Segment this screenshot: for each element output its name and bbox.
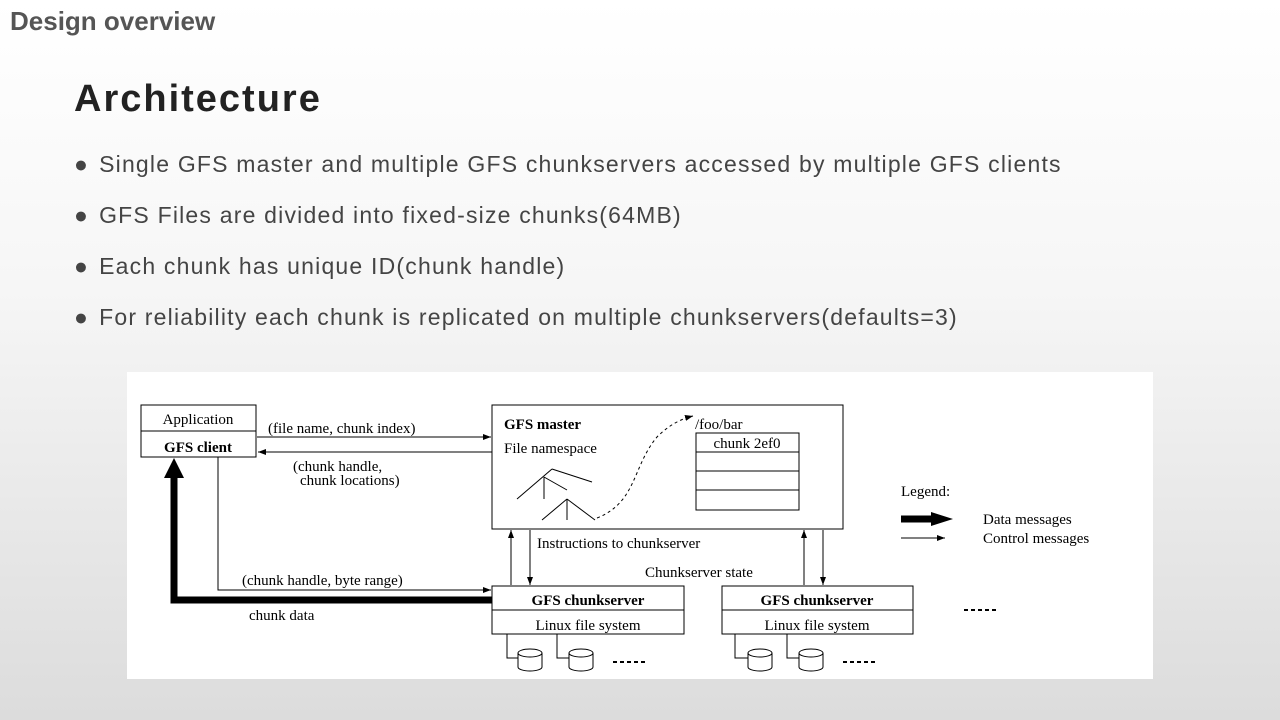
bullet-list: ● Single GFS master and multiple GFS chun… xyxy=(74,148,1062,352)
bullet-dot-icon: ● xyxy=(74,304,90,330)
gfs-client-label: GFS client xyxy=(164,440,232,456)
bullet-dot-icon: ● xyxy=(74,151,90,177)
linux-fs-label-2: Linux file system xyxy=(765,618,870,634)
architecture-diagram-svg: Application GFS client GFS master File n… xyxy=(140,404,1089,672)
chunk-table xyxy=(695,432,800,511)
namespace-tree-icon xyxy=(516,468,596,521)
chunk-handle-label-1: (chunk handle, xyxy=(293,459,382,475)
bullet-item: ● Single GFS master and multiple GFS chun… xyxy=(74,148,1062,199)
chunkserver-label-2: GFS chunkserver xyxy=(761,593,874,609)
linux-fs-label-1: Linux file system xyxy=(536,618,641,634)
chunkserver-label-1: GFS chunkserver xyxy=(532,593,645,609)
disk-icon xyxy=(734,634,773,672)
disk-icon xyxy=(556,634,594,672)
disk-icon xyxy=(506,634,543,672)
legend-data-label: Data messages xyxy=(983,512,1072,528)
byte-range-label: (chunk handle, byte range) xyxy=(242,573,403,589)
bullet-text: Single GFS master and multiple GFS chunk… xyxy=(99,151,1062,177)
file-namespace-label: File namespace xyxy=(504,441,597,457)
header-title: Design overview xyxy=(10,6,216,36)
byte-range-arrow xyxy=(217,457,491,593)
architecture-diagram: Application GFS client GFS master File n… xyxy=(127,372,1153,679)
file-path-label: /foo/bar xyxy=(695,417,742,433)
gfs-master-label: GFS master xyxy=(504,417,581,433)
chunk-id-label: chunk 2ef0 xyxy=(713,436,780,452)
bullet-dot-icon: ● xyxy=(74,202,90,228)
legend-title: Legend: xyxy=(901,484,950,500)
bullet-item: ● For reliability each chunk is replicate… xyxy=(74,301,1062,352)
bullet-text: Each chunk has unique ID(chunk handle) xyxy=(99,253,566,279)
bullet-text: For reliability each chunk is replicated… xyxy=(99,304,958,330)
master-box xyxy=(491,404,844,530)
bullet-item: ● GFS Files are divided into fixed-size c… xyxy=(74,199,1062,250)
chunk-data-arrow xyxy=(170,478,492,604)
bullet-item: ● Each chunk has unique ID(chunk handle) xyxy=(74,250,1062,301)
namespace-link-curve xyxy=(596,415,694,519)
chunk-data-arrowhead xyxy=(164,458,184,478)
legend-data-arrowhead xyxy=(931,512,953,526)
slide-title: Architecture xyxy=(74,78,322,120)
chunkserver-state-label: Chunkserver state xyxy=(645,565,753,581)
chunk-data-label: chunk data xyxy=(249,608,315,624)
file-name-chunk-index-label: (file name, chunk index) xyxy=(268,421,415,437)
application-label: Application xyxy=(163,412,234,428)
bullet-dot-icon: ● xyxy=(74,253,90,279)
instructions-label: Instructions to chunkserver xyxy=(537,536,700,552)
disk-icon xyxy=(786,634,824,672)
legend-control-label: Control messages xyxy=(983,531,1089,547)
chunk-handle-label-2: chunk locations) xyxy=(300,473,400,489)
bullet-text: GFS Files are divided into fixed-size ch… xyxy=(99,202,682,228)
